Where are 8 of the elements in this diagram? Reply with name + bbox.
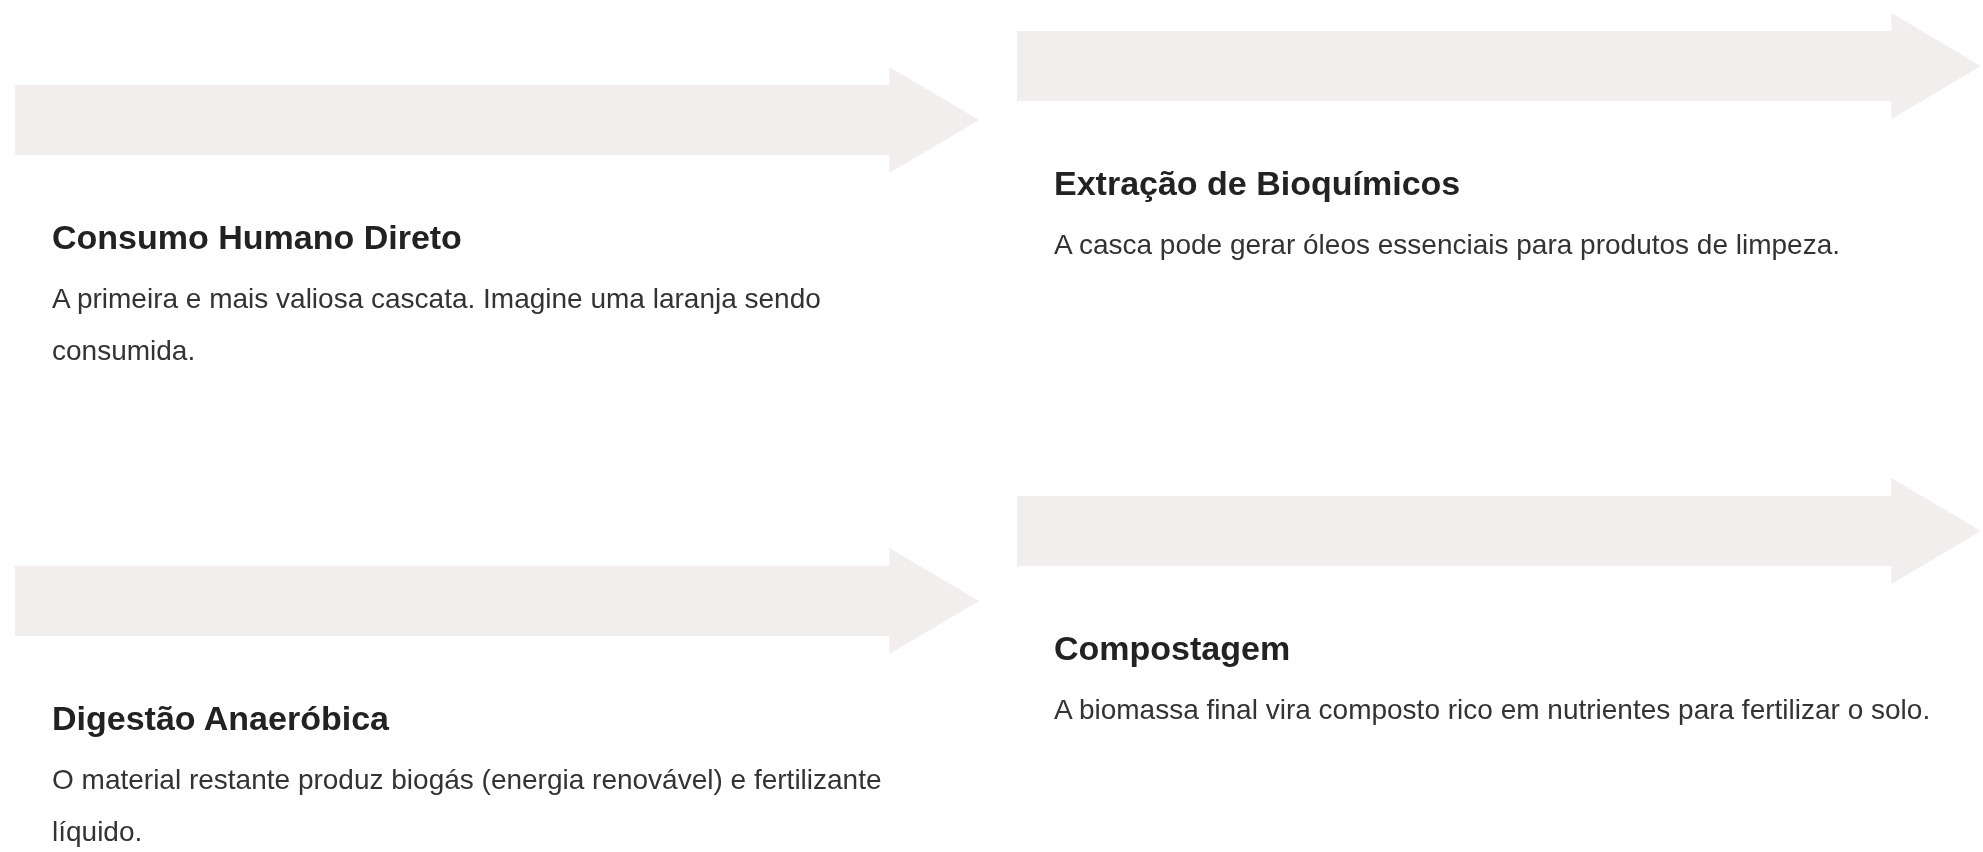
step-description: A casca pode gerar óleos essenciais para produtos de limpeza. (1054, 228, 1842, 262)
step-heading: Consumo Humano Direto (52, 217, 463, 258)
step-description: A biomassa final vira composto rico em nutrientes para fertilizar o solo. (1054, 693, 1932, 727)
step-heading: Digestão Anaeróbica (52, 698, 390, 739)
step-description: O material restante produz biogás (energia renovável) e fertilizante líquido. (52, 763, 883, 849)
step-heading: Compostagem (1054, 628, 1292, 669)
step-description: A primeira e mais valiosa cascata. Imagine uma laranja sendo consumida. (52, 282, 822, 368)
step-heading: Extração de Bioquímicos (1054, 163, 1462, 204)
